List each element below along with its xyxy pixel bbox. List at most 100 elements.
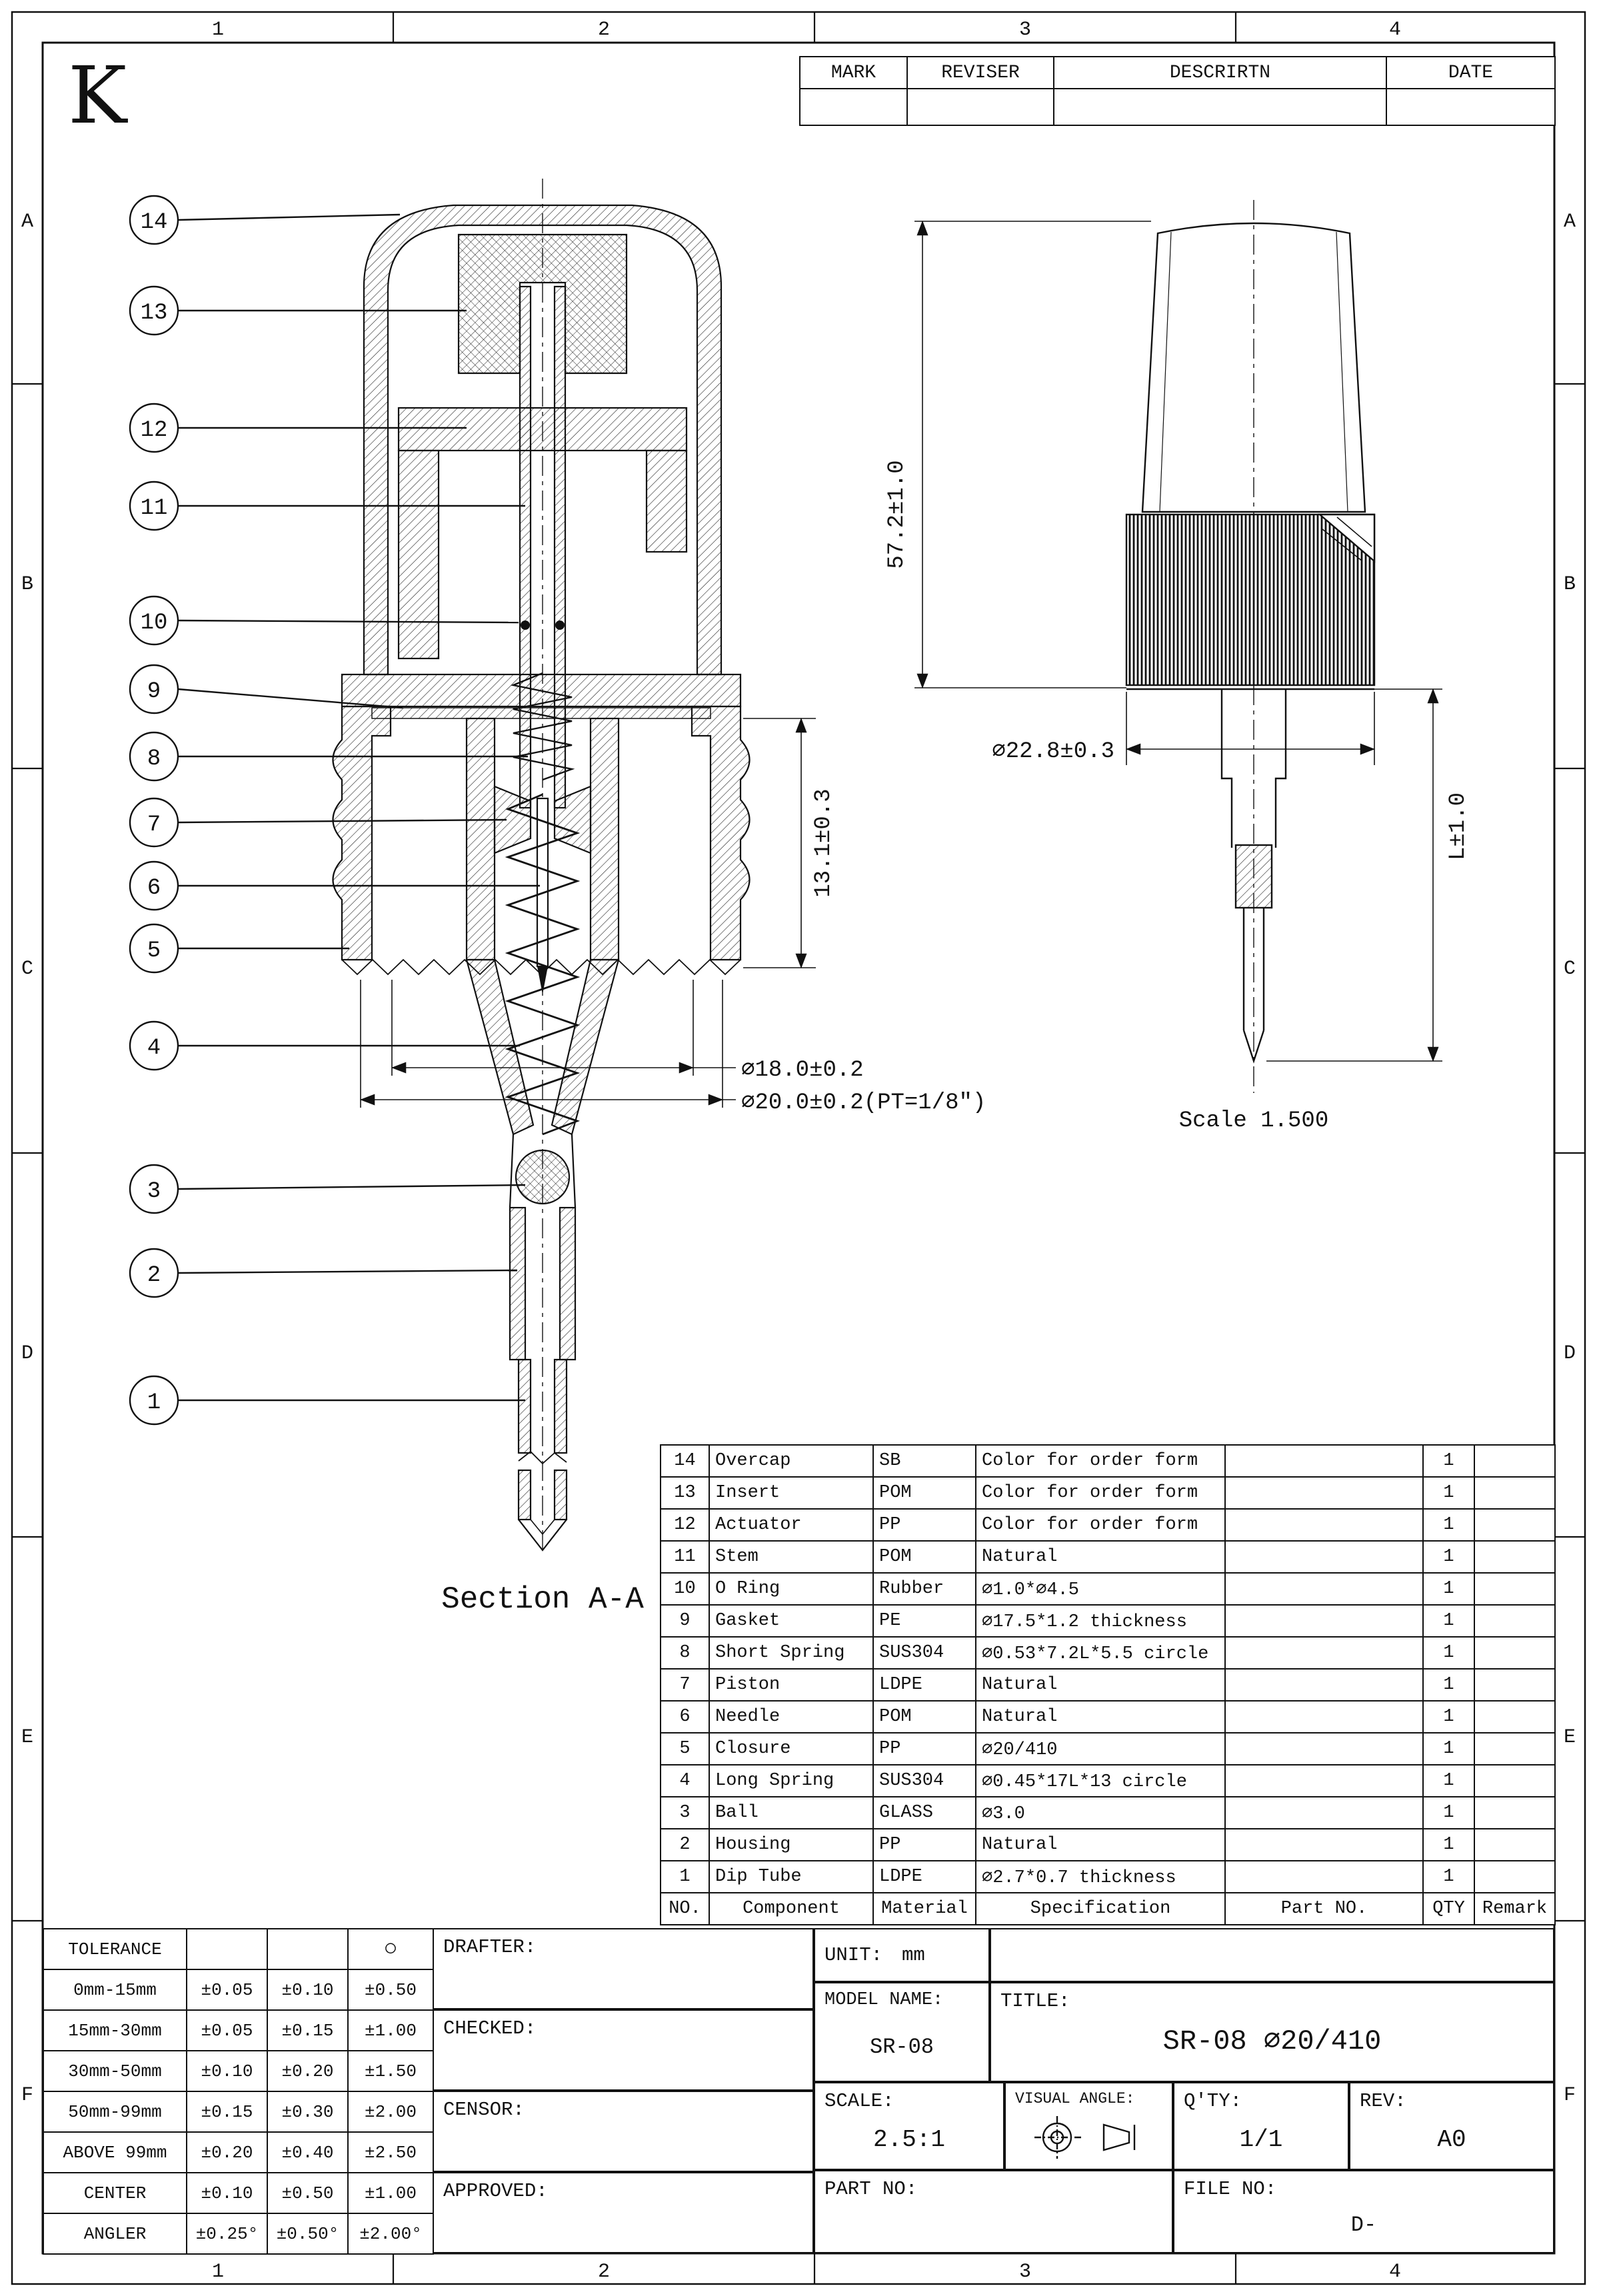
revision-header-description: DESCRIRTN [1053, 56, 1387, 89]
bom-row-cell: 4 [660, 1764, 710, 1797]
closure-left-wall [332, 705, 392, 961]
bom-row-cell [1474, 1444, 1556, 1478]
bom-row-cell [1474, 1700, 1556, 1733]
scale-cell: SCALE: 2.5:1 [814, 2082, 1004, 2170]
tolerance-row: 30mm-50mm±0.10±0.20±1.50 [43, 2050, 434, 2092]
bom-row-cell [1224, 1508, 1424, 1542]
bom-row-cell: ∅2.7*0.7 thickness [975, 1860, 1226, 1893]
tolerance-row-cell: ±0.10 [186, 2050, 268, 2092]
bom-row-cell: SB [872, 1444, 976, 1478]
svg-text:14: 14 [141, 210, 168, 235]
grid-labels: 1 2 3 4 1 2 3 4 A B C D E F A B C D E F [21, 19, 1576, 2283]
tolerance-title: TOLERANCE [43, 1928, 187, 1970]
bom-row-cell [1474, 1572, 1556, 1606]
bom-row-cell: GLASS [872, 1796, 976, 1829]
bom-row-cell: 3 [660, 1796, 710, 1829]
dim-inner-h: 13.1±0.3 [811, 788, 836, 897]
assembled-view [1125, 200, 1376, 1093]
bom-row-cell [1224, 1572, 1424, 1606]
tolerance-row-cell: ±0.50 [267, 2172, 349, 2214]
svg-text:6: 6 [147, 876, 161, 901]
bom-row-cell: O Ring [709, 1572, 874, 1606]
ribbed-closure [1125, 513, 1376, 686]
bom-row-cell [1224, 1476, 1424, 1510]
bom-row-cell: LDPE [872, 1668, 976, 1702]
bom-row-cell: 6 [660, 1700, 710, 1733]
tolerance-row-cell: 30mm-50mm [43, 2050, 187, 2092]
tube-break [518, 1450, 567, 1465]
bom-row-cell [1474, 1732, 1556, 1765]
bom-row-cell: 1 [1422, 1732, 1475, 1765]
bom-row-cell [1474, 1508, 1556, 1542]
tolerance-row-cell: ±2.50 [347, 2131, 434, 2173]
insert-section [457, 233, 628, 375]
row-label: E [21, 1726, 33, 1749]
col-label: 3 [1019, 2261, 1031, 2283]
bom-row-cell: 5 [660, 1732, 710, 1765]
drafter-label: DRAFTER: [443, 1936, 537, 1958]
rev-value: A0 [1437, 2125, 1466, 2153]
col-label: 1 [212, 19, 224, 41]
tolerance-row: 15mm-30mm±0.05±0.15±1.00 [43, 2009, 434, 2051]
bom-row-cell: 7 [660, 1668, 710, 1702]
bom-row-cell: 1 [1422, 1604, 1475, 1638]
tolerance-row-cell: ±2.00° [347, 2213, 434, 2255]
col-label: 4 [1389, 2261, 1401, 2283]
svg-text:2: 2 [147, 1263, 161, 1288]
model-name-value: SR-08 [869, 2034, 934, 2059]
bom-row-cell: PP [872, 1732, 976, 1765]
bom-header-row-cell: Part NO. [1224, 1892, 1424, 1925]
svg-text:5: 5 [147, 938, 161, 964]
revision-header-reviser: REVISER [906, 56, 1054, 89]
drafter-cell: DRAFTER: [433, 1928, 814, 2009]
bom-row-cell: 13 [660, 1476, 710, 1510]
balloon-12: 12 [129, 403, 467, 453]
bom-header-row-cell: Remark [1474, 1892, 1556, 1925]
model-name-label: MODEL NAME: [824, 1990, 944, 2010]
bom-row-cell: ∅1.0*∅4.5 [975, 1572, 1226, 1606]
checked-label: CHECKED: [443, 2017, 537, 2039]
title-label: TITLE: [1000, 1990, 1070, 2012]
bom-row-cell: POM [872, 1476, 976, 1510]
bom-header-row-cell: QTY [1422, 1892, 1475, 1925]
long-spring [505, 793, 581, 1136]
row-label: F [1564, 2084, 1576, 2107]
row-label: F [21, 2084, 33, 2107]
balloon-11: 11 [129, 481, 525, 531]
bom-row-cell [1474, 1636, 1556, 1670]
balloons: 14 13 12 11 10 9 8 7 6 5 4 3 2 1 [129, 195, 540, 1426]
tolerance-row-cell: ±1.50 [347, 2050, 434, 2092]
bom-row-cell [1224, 1796, 1424, 1829]
bom-row-cell: 1 [660, 1860, 710, 1893]
unit-cell: UNIT: mm [814, 1928, 990, 1982]
balloon-5: 5 [129, 923, 349, 974]
balloon-9: 9 [129, 664, 403, 714]
tube-tip [1242, 1030, 1265, 1064]
qty-label: Q'TY: [1184, 2090, 1242, 2112]
bom-row-cell: Rubber [872, 1572, 976, 1606]
file-no-cell: FILE NO: D- [1173, 2170, 1554, 2253]
approved-label: APPROVED: [443, 2180, 548, 2202]
tolerance-row-cell: 15mm-30mm [43, 2009, 187, 2051]
rev-label: REV: [1360, 2090, 1406, 2112]
balloon-3: 3 [129, 1164, 526, 1214]
bom-row-cell: 1 [1422, 1828, 1475, 1861]
title-block-empty-cell [990, 1928, 1554, 1982]
bom-row-cell: 1 [1422, 1636, 1475, 1670]
tolerance-row-cell: ±0.25° [186, 2213, 268, 2255]
part-no-label: PART NO: [824, 2178, 918, 2200]
bom-row-cell: SUS304 [872, 1764, 976, 1797]
tolerance-row-cell: ±0.05 [186, 2009, 268, 2051]
visual-angle-cell: VISUAL ANGLE: [1004, 2082, 1173, 2170]
dim-closure-dia: ∅20.0±0.2(PT=1/8″) [741, 1090, 986, 1116]
dim-thread-dia: ∅18.0±0.2 [741, 1058, 864, 1083]
checked-cell: CHECKED: [433, 2009, 814, 2091]
revision-header-row: MARK REVISER DESCRIRTN DATE [799, 56, 1556, 89]
section-label: Section A-A [441, 1582, 644, 1617]
